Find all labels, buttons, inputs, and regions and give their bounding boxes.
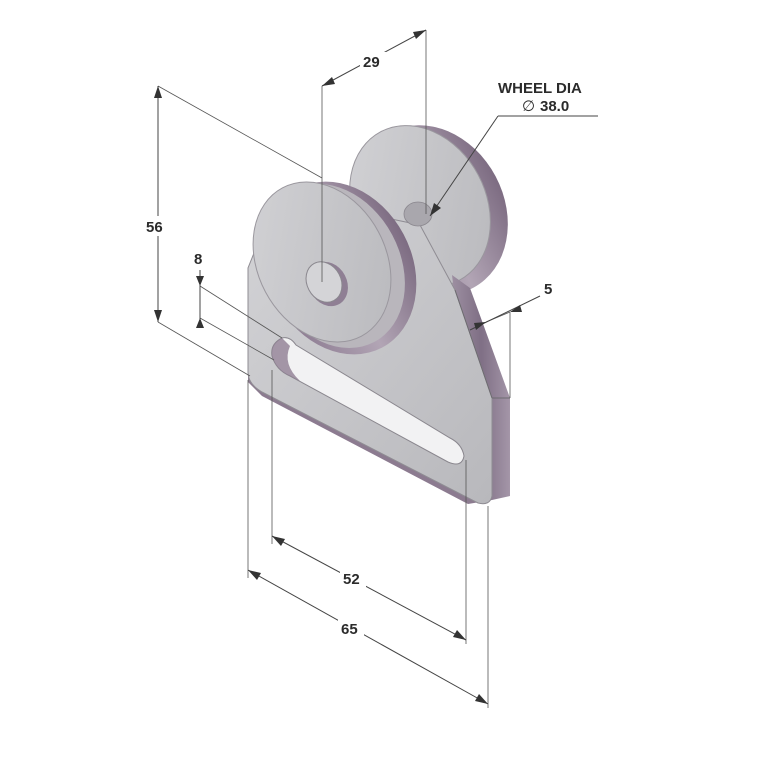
dim-slot-width-label: 8 [194,251,202,268]
wheel-dia-title: WHEEL DIA [498,80,582,97]
plate-bevel-edge [454,289,493,399]
dim-slot-length-label: 52 [343,571,360,588]
bracket-part [247,125,510,505]
dim-axle-offset: 29 [321,29,427,282]
axle-hub-face [305,261,343,303]
wheel-dia-callout: WHEEL DIA ∅ 38.0 [429,80,598,217]
dim-plate-width-label: 65 [341,621,358,638]
dim-height: 56 [140,85,323,377]
dim-slot-length: 52 [271,370,467,644]
dim-thickness-label: 5 [544,281,552,298]
dim-slot-width: 8 [194,251,283,361]
diameter-symbol: ∅ [522,98,535,115]
dimension-annotations: 56 29 WHEEL DIA ∅ 38.0 8 [140,29,598,708]
dim-axle-offset-label: 29 [363,54,380,71]
rear-axle-boss [403,201,433,227]
wheel-dia-value: 38.0 [540,98,569,115]
dim-thickness: 5 [469,281,552,398]
plate-side-right [452,275,510,500]
dim-height-label: 56 [146,219,163,236]
dim-plate-width: 65 [247,380,489,708]
plate-slot-inner-shade [271,338,300,381]
